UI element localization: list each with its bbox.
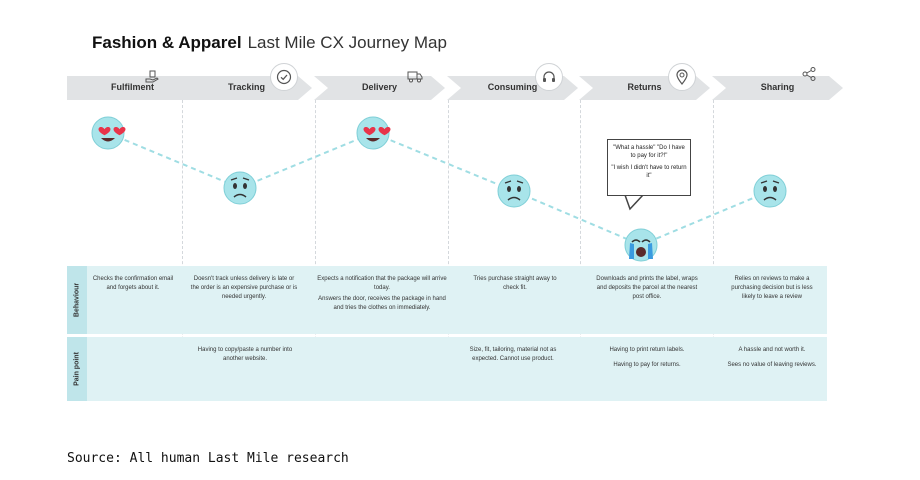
stage-header: Fulfilment Tracking Delivery Consuming R…	[67, 76, 827, 100]
row-label-pain-point: Pain point	[67, 337, 87, 401]
row-label-behaviour: Behaviour	[67, 266, 87, 334]
quote-line: "What a hassle" "Do I have to pay for it…	[613, 145, 685, 159]
worried-face-emoji	[753, 174, 787, 208]
stage-label: Sharing	[760, 82, 795, 92]
quote-line: "I wish I didn't have to return it"	[611, 165, 687, 179]
stage-label: Returns	[627, 82, 662, 92]
heart-eyes-emoji	[356, 116, 391, 150]
pain-cell-tracking: Having to copy/paste a number into anoth…	[197, 347, 293, 362]
behaviour-cell-fulfilment: Checks the confirmation email and forget…	[92, 276, 174, 291]
title-light: Last Mile CX Journey Map	[247, 33, 447, 52]
customer-quote-bubble: "What a hassle" "Do I have to pay for it…	[607, 139, 691, 196]
behaviour-cell-delivery: Expects a notification that the package …	[317, 276, 447, 311]
speech-bubble-tail	[624, 194, 644, 211]
stage-fulfilment: Fulfilment	[67, 76, 198, 100]
behaviour-cell-consuming: Tries purchase straight away to check fi…	[473, 276, 557, 291]
column-divider	[713, 100, 714, 400]
stage-label: Tracking	[227, 82, 265, 92]
column-divider	[182, 100, 183, 400]
behaviour-cell-returns: Downloads and prints the label, wraps an…	[596, 276, 698, 300]
pain-cell-sharing: A hassle and not worth it. Sees no value…	[727, 347, 817, 368]
stage-label: Consuming	[487, 82, 538, 92]
page-title: Fashion & Apparel Last Mile CX Journey Ma…	[92, 33, 447, 53]
stage-sharing: Sharing	[712, 76, 843, 100]
title-bold: Fashion & Apparel	[92, 33, 242, 52]
stage-label: Delivery	[361, 82, 398, 92]
behaviour-row: Behaviour Checks the confirmation email …	[67, 266, 827, 334]
column-divider	[315, 100, 316, 400]
worried-face-emoji	[223, 171, 257, 205]
worried-face-emoji	[497, 174, 531, 208]
checkmark-circle-icon	[270, 63, 298, 91]
pain-cell-consuming: Size, fit, tailoring, material not as ex…	[469, 347, 557, 362]
hand-box-icon	[139, 63, 165, 89]
headphones-icon	[535, 63, 563, 91]
crying-face-emoji	[624, 228, 658, 262]
heart-eyes-emoji	[91, 116, 126, 150]
delivery-truck-icon	[402, 63, 428, 89]
pain-cell-returns: Having to print return labels. Having to…	[609, 347, 685, 368]
column-divider	[448, 100, 449, 400]
behaviour-cell-tracking: Doesn't track unless delivery is late or…	[190, 276, 298, 300]
stage-label: Fulfilment	[111, 82, 154, 92]
column-divider	[580, 100, 581, 400]
emotion-connector-line	[107, 131, 771, 247]
behaviour-cell-sharing: Relies on reviews to make a purchasing d…	[731, 276, 813, 300]
location-pin-icon	[668, 63, 696, 91]
share-icon	[796, 61, 822, 87]
pain-point-row: Pain point Having to copy/paste a number…	[67, 337, 827, 401]
stage-delivery: Delivery	[314, 76, 445, 100]
source-note: Source: All human Last Mile research	[67, 451, 349, 466]
